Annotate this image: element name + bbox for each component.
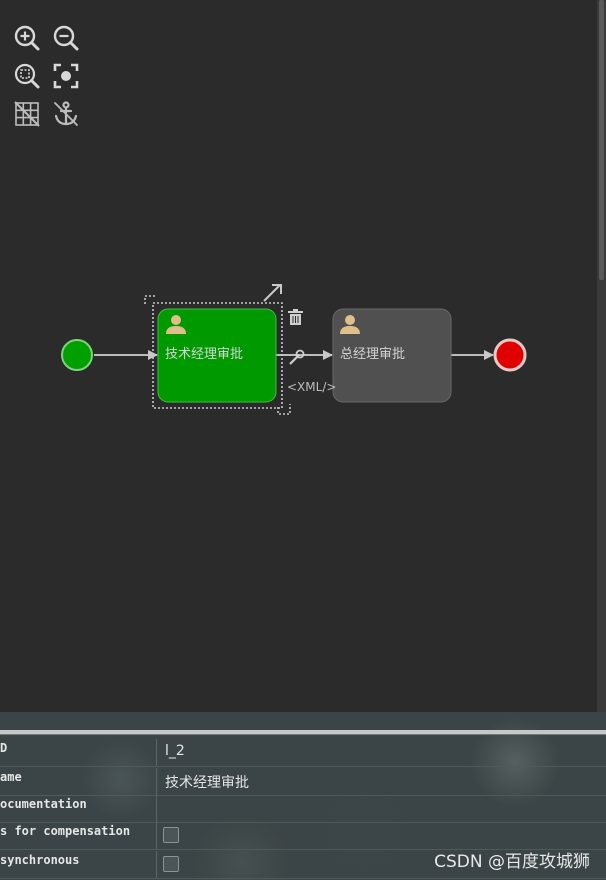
column-divider [156, 851, 157, 878]
grid-icon[interactable] [12, 99, 42, 129]
start-event[interactable] [61, 339, 93, 371]
property-label: ame [0, 770, 22, 784]
zoom-out-icon[interactable] [51, 23, 81, 53]
task1-label: 技术经理审批 [165, 347, 244, 362]
property-row-name: ame 技术经理审批 [0, 768, 606, 796]
resize-handle-bottom-right[interactable] [277, 404, 291, 415]
property-row-asynchronous: synchronous [0, 851, 606, 879]
compensation-checkbox[interactable] [163, 827, 179, 843]
column-divider [156, 822, 157, 849]
connect-arrow-icon[interactable] [263, 284, 282, 302]
property-row-compensation: s for compensation [0, 822, 606, 850]
zoom-actual-icon[interactable] [12, 61, 42, 91]
xml-icon[interactable]: <XML/> [287, 380, 337, 394]
end-event[interactable] [493, 338, 527, 372]
asynchronous-checkbox[interactable] [163, 856, 179, 872]
user-icon [340, 315, 360, 334]
zoom-in-icon[interactable] [12, 23, 42, 53]
property-label: s for compensation [0, 824, 131, 838]
panel-splitter[interactable] [0, 730, 606, 735]
watermark: CSDN @百度攻城狮 [434, 852, 590, 872]
anchor-icon[interactable] [51, 99, 81, 129]
property-row-id: D l_2 [0, 739, 606, 767]
diagram-canvas[interactable]: 技术经理审批 总经理审批 <XML/> [0, 0, 597, 712]
property-label: synchronous [0, 853, 80, 867]
column-divider [156, 739, 157, 766]
column-divider [156, 768, 157, 795]
zoom-fit-icon[interactable] [51, 61, 81, 91]
task-general-manager-approval[interactable] [332, 308, 452, 403]
scrollbar-thumb[interactable] [599, 0, 604, 280]
column-divider [156, 795, 157, 822]
task-tech-manager-approval[interactable] [157, 308, 277, 403]
bpmn-diagram [61, 284, 527, 415]
user-icon [166, 315, 186, 334]
task2-label: 总经理审批 [340, 347, 406, 362]
id-field[interactable]: l_2 [165, 743, 185, 759]
vertical-scrollbar[interactable] [597, 0, 606, 712]
property-label: ocumentation [0, 797, 87, 811]
trash-icon[interactable] [288, 309, 303, 325]
selection-box [152, 302, 283, 409]
resize-handle-top-left[interactable] [144, 295, 156, 304]
wrench-icon[interactable] [289, 349, 305, 365]
name-field[interactable]: 技术经理审批 [165, 775, 249, 791]
properties-panel: D l_2 ame 技术经理审批 ocumentation s for comp… [0, 712, 606, 880]
property-row-documentation: ocumentation [0, 795, 606, 823]
property-label: D [0, 741, 8, 755]
